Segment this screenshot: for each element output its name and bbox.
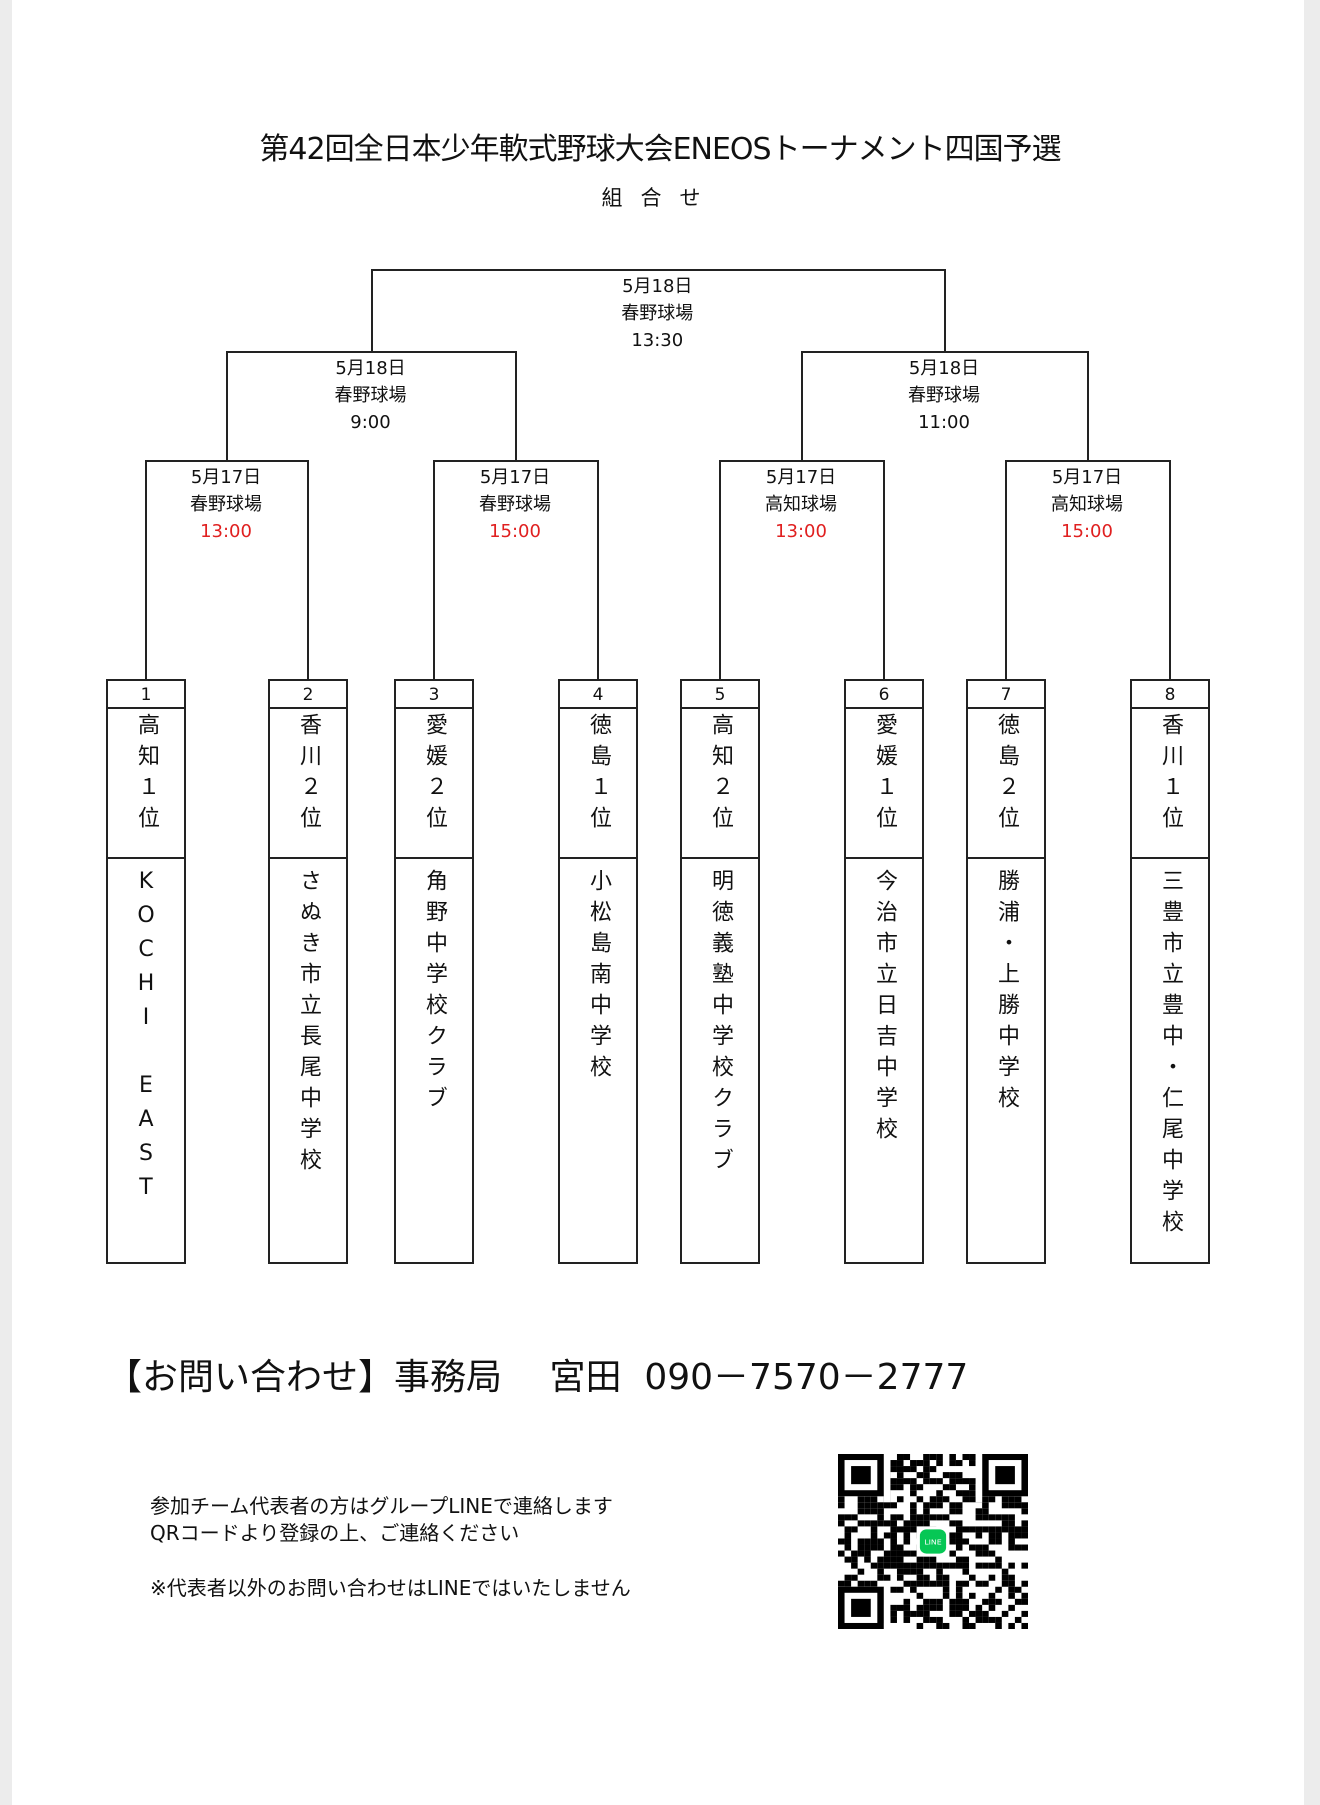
team-name: さぬき市立長尾中学校 xyxy=(296,869,321,1179)
match-date: 5月17日 xyxy=(479,467,551,488)
match-date: 5月18日 xyxy=(335,358,406,379)
slot-number: 6 xyxy=(846,681,922,709)
seed-label: 香川２位 xyxy=(296,713,321,837)
seed-label: 愛媛２位 xyxy=(422,713,447,837)
match-venue: 春野球場 xyxy=(190,494,262,515)
bracket-line xyxy=(801,351,803,460)
team-name: 三豊市立豊中・仁尾中学校 xyxy=(1158,869,1183,1241)
semifinal-label: 5月18日春野球場 11:00 xyxy=(844,355,1044,436)
slot-number: 8 xyxy=(1132,681,1208,709)
slot-number: 5 xyxy=(682,681,758,709)
team-slot-2: 2 香川２位さぬき市立長尾中学校 xyxy=(268,679,348,1264)
bracket-line xyxy=(433,460,435,679)
match-time: 13:00 xyxy=(200,521,252,542)
bracket-line xyxy=(801,351,1089,353)
quarterfinal-label: 5月17日春野球場 15:00 xyxy=(415,464,615,545)
match-venue: 高知球場 xyxy=(1051,494,1123,515)
match-time: 13:00 xyxy=(775,521,827,542)
team-name: 角野中学校クラブ xyxy=(422,869,447,1117)
team-name: 今治市立日吉中学校 xyxy=(872,869,897,1148)
slot-number: 1 xyxy=(108,681,184,709)
seed-label: 愛媛１位 xyxy=(872,713,897,837)
team-slot-5: 5 高知２位明徳義塾中学校クラブ xyxy=(680,679,760,1264)
match-time: 11:00 xyxy=(918,412,970,433)
note-line-2: QRコードより登録の上、ご連絡ください xyxy=(150,1521,520,1545)
match-date: 5月17日 xyxy=(765,467,837,488)
bracket-line xyxy=(1087,351,1089,460)
bracket-line xyxy=(370,269,373,351)
note-line-1: 参加チーム代表者の方はグループLINEで連絡します xyxy=(150,1494,613,1518)
team-slot-6: 6 愛媛１位今治市立日吉中学校 xyxy=(844,679,924,1264)
bracket-line xyxy=(719,460,885,462)
slot-number: 3 xyxy=(396,681,472,709)
match-venue: 春野球場 xyxy=(621,303,694,324)
match-time: 15:00 xyxy=(1061,521,1113,542)
match-venue: 春野球場 xyxy=(479,494,551,515)
match-date: 5月17日 xyxy=(1051,467,1123,488)
bracket-line xyxy=(1005,460,1171,462)
document-title: 第42回全日本少年軟式野球大会ENEOSトーナメント四国予選 xyxy=(259,132,1061,167)
seed-label: 香川１位 xyxy=(1158,713,1183,837)
bracket-line xyxy=(1005,460,1007,679)
team-slot-4: 4 徳島１位小松島南中学校 xyxy=(558,679,638,1264)
bracket-line xyxy=(883,460,885,679)
bracket-line xyxy=(515,351,517,460)
bracket-line xyxy=(944,269,946,351)
bracket-line xyxy=(226,351,517,353)
slot-number: 2 xyxy=(270,681,346,709)
bracket-line xyxy=(145,460,147,679)
team-slot-1: 1 高知１位 KOCHI EAST xyxy=(106,679,186,1264)
bracket-line xyxy=(307,460,309,679)
quarterfinal-label: 5月17日高知球場 15:00 xyxy=(987,464,1187,545)
bracket-line xyxy=(719,460,721,679)
match-venue: 春野球場 xyxy=(908,385,980,406)
note-line-3: ※代表者以外のお問い合わせはLINEではいたしません xyxy=(150,1576,631,1600)
final-label: 5月18日春野球場 13:30 xyxy=(557,273,757,354)
team-name: 小松島南中学校 xyxy=(586,869,611,1086)
bracket-line xyxy=(370,269,946,271)
bracket-line xyxy=(145,460,309,462)
document-page xyxy=(12,0,1304,1805)
match-time: 9:00 xyxy=(350,412,391,433)
team-name: 明徳義塾中学校クラブ xyxy=(708,869,733,1179)
team-name: 勝浦・上勝中学校 xyxy=(994,869,1019,1117)
slot-number: 4 xyxy=(560,681,636,709)
line-logo: LINE xyxy=(924,1538,942,1547)
seed-label: 徳島１位 xyxy=(586,713,611,837)
match-date: 5月18日 xyxy=(908,358,980,379)
bracket-line xyxy=(433,460,599,462)
seed-label: 徳島２位 xyxy=(994,713,1019,837)
bracket-line xyxy=(597,460,599,679)
match-date: 5月17日 xyxy=(190,467,262,488)
quarterfinal-label: 5月17日高知球場 13:00 xyxy=(701,464,901,545)
semifinal-label: 5月18日春野球場 9:00 xyxy=(271,355,471,436)
seed-label: 高知１位 xyxy=(134,713,159,837)
team-slot-7: 7 徳島２位勝浦・上勝中学校 xyxy=(966,679,1046,1264)
team-name: KOCHI EAST xyxy=(133,869,159,1209)
bracket-line xyxy=(226,351,228,460)
match-venue: 春野球場 xyxy=(334,385,407,406)
team-slot-8: 8 香川１位三豊市立豊中・仁尾中学校 xyxy=(1130,679,1210,1264)
document-subtitle: 組合せ xyxy=(601,186,719,210)
quarterfinal-label: 5月17日春野球場 13:00 xyxy=(126,464,326,545)
match-time: 13:30 xyxy=(631,330,684,351)
contact-info: 【お問い合わせ】事務局 宮田 090－7570－2777 xyxy=(106,1357,969,1398)
bracket-line xyxy=(1169,460,1171,679)
team-slot-3: 3 愛媛２位角野中学校クラブ xyxy=(394,679,474,1264)
match-time: 15:00 xyxy=(489,521,541,542)
line-qr-code[interactable]: LINE xyxy=(838,1454,1028,1629)
seed-label: 高知２位 xyxy=(708,713,733,837)
slot-number: 7 xyxy=(968,681,1044,709)
match-venue: 高知球場 xyxy=(765,494,837,515)
match-date: 5月18日 xyxy=(622,276,693,297)
